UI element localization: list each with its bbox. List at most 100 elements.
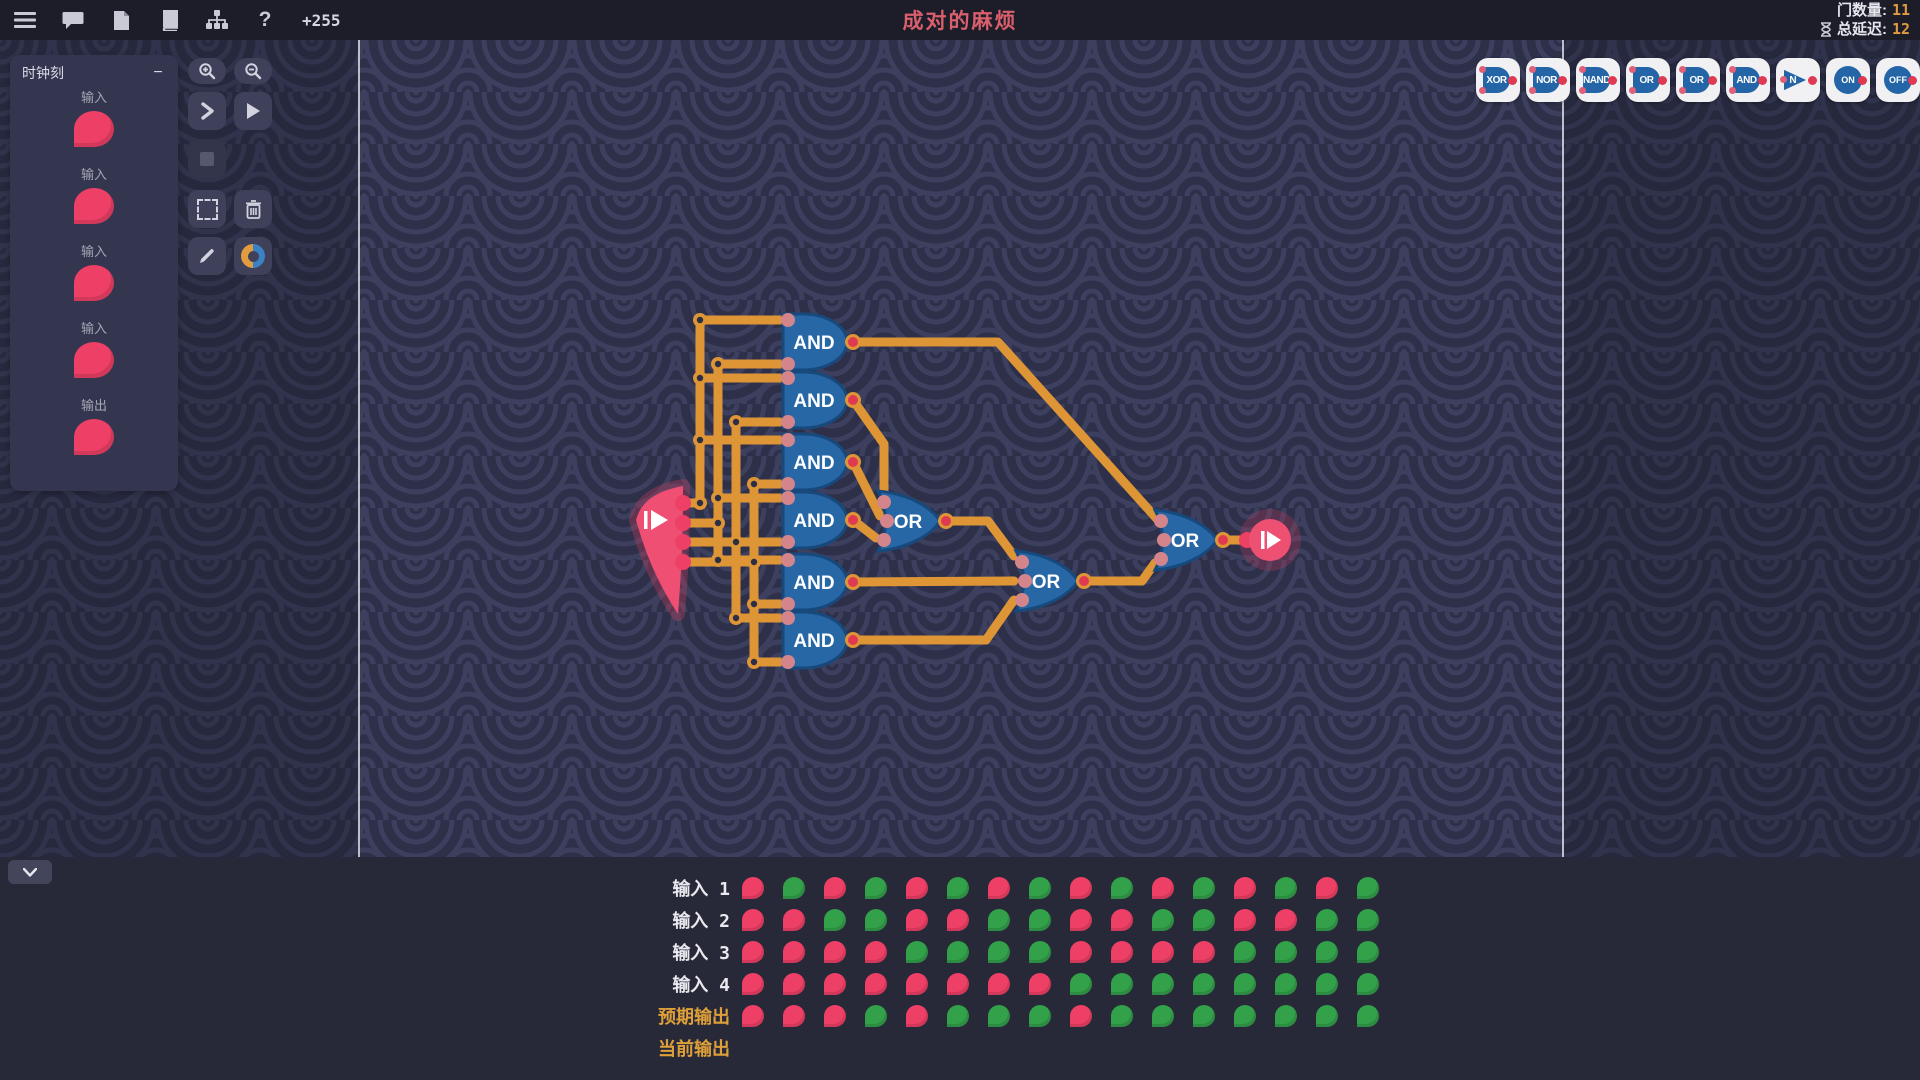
clock-panel-item[interactable]: 输入 xyxy=(10,85,178,162)
file-icon[interactable] xyxy=(110,9,132,31)
chat-icon[interactable] xyxy=(62,9,84,31)
truth-cell-on xyxy=(1316,941,1338,963)
truth-cell-on xyxy=(947,1005,969,1027)
top-bar: ? +255 成对的麻烦 门数量: 11 总延迟: 12 xyxy=(0,0,1920,40)
select-button[interactable] xyxy=(188,190,226,228)
truth-cell-on xyxy=(865,909,887,931)
book-icon[interactable] xyxy=(158,9,180,31)
clock-item-label: 输入 xyxy=(80,90,107,105)
truth-cell-on xyxy=(1316,973,1338,995)
truth-cell-on xyxy=(1357,909,1379,931)
truth-cell-on xyxy=(947,877,969,899)
and-gate[interactable]: AND xyxy=(781,490,861,550)
color-wheel-button[interactable] xyxy=(234,237,272,275)
collapse-table-button[interactable] xyxy=(8,860,52,884)
svg-text:AND: AND xyxy=(793,453,834,474)
truth-row-cells xyxy=(742,941,1379,963)
truth-cell-off xyxy=(1275,909,1297,931)
truth-cell-on xyxy=(1234,973,1256,995)
or-gate[interactable]: OR xyxy=(875,489,954,553)
and-gate[interactable]: AND xyxy=(781,370,861,430)
hourglass-icon xyxy=(1820,22,1831,37)
truth-cell-on xyxy=(1070,973,1092,995)
play-button[interactable] xyxy=(234,92,272,130)
and-gate[interactable]: AND xyxy=(781,432,861,492)
palette-n-button[interactable]: N xyxy=(1776,58,1820,102)
truth-cell-on xyxy=(1275,1005,1297,1027)
zoom-out-button[interactable] xyxy=(234,58,272,84)
output-pin-icon xyxy=(1508,76,1517,85)
clock-item-label: 输入 xyxy=(80,244,107,259)
truth-cell-on xyxy=(1316,1005,1338,1027)
truth-cell-off xyxy=(783,1005,805,1027)
input-flag[interactable] xyxy=(629,479,690,621)
pencil-icon xyxy=(200,249,214,263)
canvas-background[interactable] xyxy=(0,40,1920,857)
stats-block: 门数量: 11 总延迟: 12 xyxy=(1820,1,1910,39)
main-area: 时钟刻 − 输入输入输入输入输出 xyxy=(0,40,1920,857)
truth-cell-on xyxy=(1193,877,1215,899)
and-gate[interactable]: AND xyxy=(781,552,861,612)
truth-cell-on xyxy=(988,909,1010,931)
palette-off-button[interactable]: OFF xyxy=(1876,58,1920,102)
output-pin-icon xyxy=(1808,76,1817,85)
palette-and-button[interactable]: AND xyxy=(1726,58,1770,102)
input-pin-icon xyxy=(1679,87,1686,94)
minimize-button[interactable]: − xyxy=(153,64,163,81)
truth-cell-off xyxy=(783,973,805,995)
clock-panel: 时钟刻 − 输入输入输入输入输出 xyxy=(10,55,178,491)
svg-text:OR: OR xyxy=(894,512,923,533)
gate-shape: XOR xyxy=(1483,67,1510,93)
truth-cell-off xyxy=(783,909,805,931)
truth-cell-off xyxy=(906,1005,928,1027)
and-gate[interactable]: AND xyxy=(781,312,861,372)
clock-item-label: 输入 xyxy=(80,167,107,182)
palette-nand-button[interactable]: NAND xyxy=(1576,58,1620,102)
truth-cell-on xyxy=(824,909,846,931)
palette-on-button[interactable]: ON xyxy=(1826,58,1870,102)
truth-cell-on xyxy=(1152,909,1174,931)
output-pin-icon xyxy=(1558,76,1567,85)
truth-cell-off xyxy=(1070,1005,1092,1027)
truth-cell-off xyxy=(1234,909,1256,931)
edit-button[interactable] xyxy=(188,237,226,275)
select-icon xyxy=(196,198,218,220)
gate-shape: NAND xyxy=(1583,67,1610,93)
input-pin-icon xyxy=(1579,87,1586,94)
clock-panel-item[interactable]: 输入 xyxy=(10,239,178,316)
step-button[interactable] xyxy=(188,92,226,130)
palette-xor-button[interactable]: XOR xyxy=(1476,58,1520,102)
and-gate[interactable]: AND xyxy=(781,610,861,670)
clock-panel-item[interactable]: 输出 xyxy=(10,393,178,470)
hierarchy-icon[interactable] xyxy=(206,9,228,31)
truth-row-label: 当前输出 xyxy=(658,1039,730,1060)
truth-cell-off xyxy=(742,909,764,931)
palette-or-button[interactable]: OR xyxy=(1626,58,1670,102)
delete-button[interactable] xyxy=(234,190,272,228)
input-pin-icon xyxy=(1529,87,1536,94)
clock-panel-item[interactable]: 输入 xyxy=(10,316,178,393)
chevron-down-icon xyxy=(23,867,37,877)
zoom-in-button[interactable] xyxy=(188,58,226,84)
clock-panel-header: 时钟刻 − xyxy=(10,55,178,85)
truth-cell-on xyxy=(1275,941,1297,963)
svg-text:OR: OR xyxy=(1171,531,1200,552)
stop-button[interactable] xyxy=(188,140,226,178)
menu-icon[interactable] xyxy=(14,9,36,31)
truth-row: 输入 4 xyxy=(0,973,1379,996)
palette-or-button[interactable]: OR xyxy=(1676,58,1720,102)
help-icon[interactable]: ? xyxy=(258,8,272,31)
truth-cell-off xyxy=(1111,941,1133,963)
palette-nor-button[interactable]: NOR xyxy=(1526,58,1570,102)
truth-cell-on xyxy=(1234,1005,1256,1027)
or-gate[interactable]: OR xyxy=(1152,508,1231,572)
or-gate[interactable]: OR xyxy=(1013,549,1092,613)
clock-panel-item[interactable]: 输入 xyxy=(10,162,178,239)
truth-cell-off xyxy=(906,909,928,931)
delay-value: 12 xyxy=(1891,20,1910,38)
output-flag[interactable] xyxy=(1239,509,1301,571)
gate-shape: OFF xyxy=(1884,66,1912,94)
truth-cell-off xyxy=(906,877,928,899)
truth-cell-off xyxy=(947,909,969,931)
